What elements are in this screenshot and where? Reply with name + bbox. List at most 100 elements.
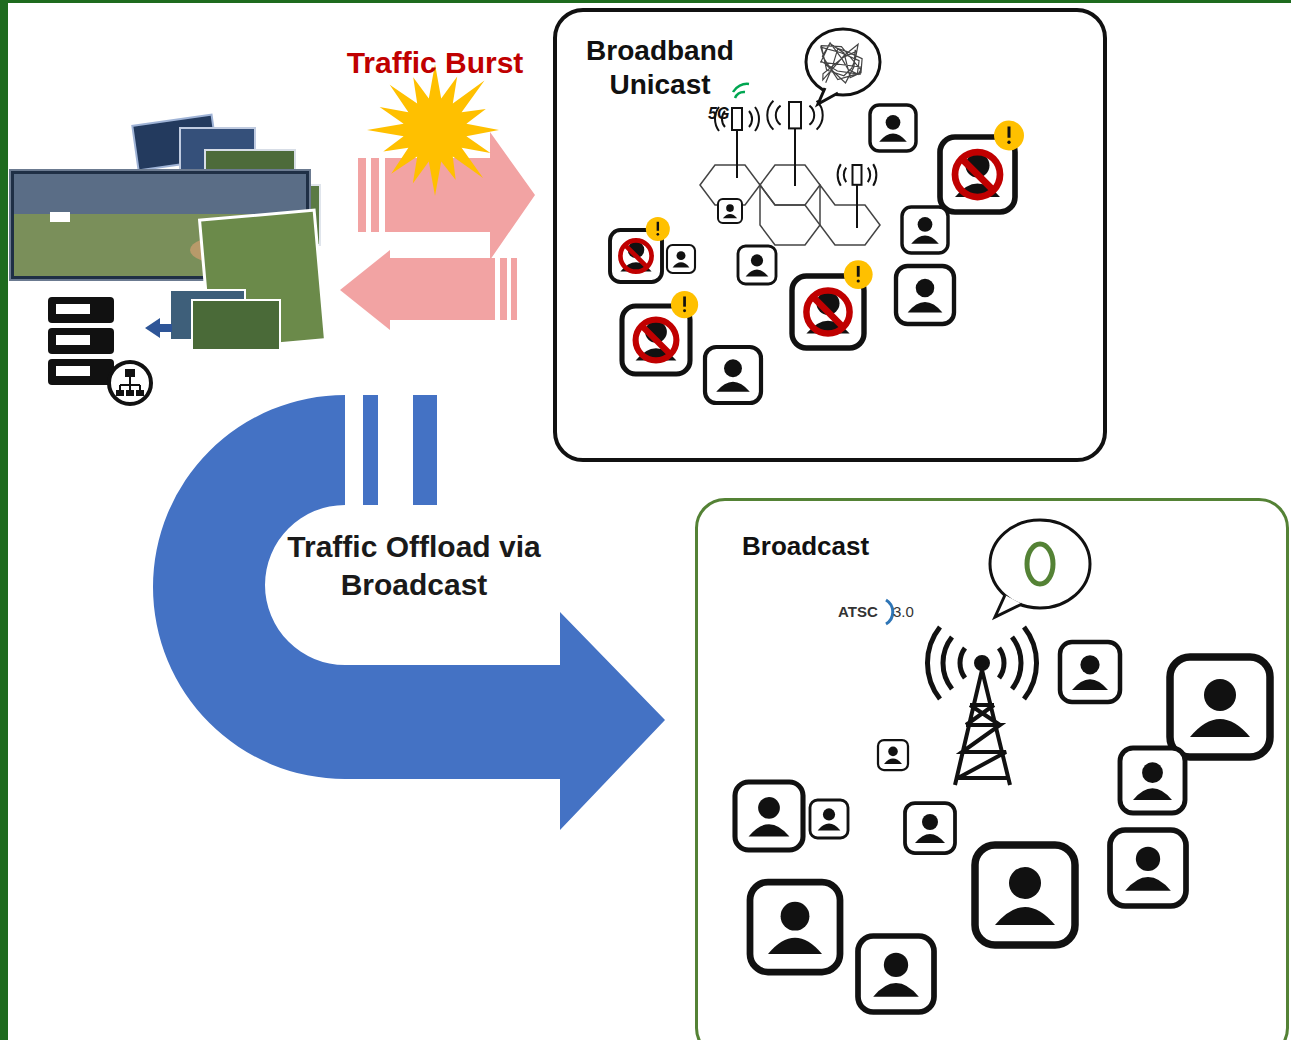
- user-body: [723, 214, 737, 218]
- user-icon: [1170, 657, 1270, 757]
- user-frame: [718, 199, 742, 223]
- user-frame: [975, 845, 1075, 945]
- logo-text: 3.0: [893, 603, 923, 622]
- user-body: [1125, 877, 1171, 891]
- cell-tower: [838, 164, 877, 228]
- block-bar: [625, 245, 647, 267]
- user-frame: [1120, 748, 1185, 813]
- user-icon: [858, 936, 934, 1012]
- offload-label: Traffic Offload via Broadcast: [283, 528, 545, 603]
- user-head: [922, 814, 938, 830]
- region-heading: Broadcast: [742, 531, 902, 562]
- user-body: [873, 983, 919, 997]
- antenna: [789, 102, 801, 128]
- cell-network: [700, 165, 880, 245]
- user-icon: [810, 800, 848, 838]
- waves: [838, 164, 877, 186]
- burst-star: [367, 64, 499, 196]
- user-body: [1190, 719, 1250, 737]
- user-icon: [975, 845, 1075, 945]
- user-frame: [1110, 830, 1186, 906]
- user-frame: [750, 882, 840, 972]
- burst-star: [367, 64, 499, 196]
- downlink-arrow: [340, 250, 495, 330]
- user-body: [995, 907, 1055, 925]
- user-head: [918, 217, 933, 232]
- region-heading: Broadband Unicast: [575, 34, 745, 101]
- user-head: [884, 953, 908, 977]
- user-frame: [905, 803, 955, 853]
- antenna: [732, 108, 742, 130]
- user-frame: [902, 207, 948, 253]
- alert-badge: [844, 260, 873, 289]
- user-head: [886, 115, 901, 130]
- waves: [767, 101, 822, 130]
- user-icon: [1060, 642, 1120, 702]
- user-icons: [610, 105, 1270, 1012]
- frame-strip: [0, 0, 1291, 3]
- arrow-stripe: [511, 258, 517, 320]
- user-icon: [902, 207, 948, 253]
- user-head: [751, 254, 763, 266]
- antenna: [853, 165, 862, 185]
- user-icon: [735, 782, 803, 850]
- user-head: [726, 204, 734, 212]
- alert-badge: [671, 291, 698, 318]
- user-head: [1080, 655, 1099, 674]
- block-bar: [962, 159, 994, 191]
- user-frame: [870, 105, 916, 151]
- block-bar: [813, 297, 843, 327]
- network-label: 5G: [708, 104, 738, 124]
- region-box: Broadcast: [695, 498, 1289, 1040]
- user-icon: [905, 803, 955, 853]
- user-body: [879, 134, 907, 142]
- alert-dot: [857, 279, 860, 282]
- user-icon: [718, 199, 742, 223]
- block-bar: [642, 326, 671, 355]
- alert-mark: [657, 222, 659, 231]
- user-icon: [940, 121, 1024, 213]
- user-icon: [1120, 748, 1185, 813]
- user-head: [888, 747, 898, 757]
- user-head: [1009, 867, 1041, 899]
- alert-dot: [657, 233, 660, 236]
- arrow-stripe: [413, 395, 437, 505]
- user-icon: [870, 105, 916, 151]
- user-head: [1142, 762, 1163, 783]
- arrow-stripe: [363, 395, 378, 505]
- user-icon: [705, 347, 761, 403]
- user-icon: [738, 246, 776, 284]
- user-head: [781, 902, 810, 931]
- user-frame: [810, 800, 848, 838]
- alert-badge: [994, 121, 1024, 151]
- mast: [736, 130, 738, 178]
- user-head: [916, 279, 935, 298]
- user-frame: [705, 347, 761, 403]
- user-frame: [738, 246, 776, 284]
- video-screens: [10, 115, 325, 350]
- alert-mark: [683, 296, 686, 306]
- region-box: Broadband Unicast: [553, 8, 1107, 462]
- user-icon: [622, 291, 698, 374]
- user-body: [1133, 788, 1172, 800]
- user-head: [1136, 847, 1160, 871]
- user-body: [673, 262, 690, 267]
- frame-strip: [0, 0, 8, 1040]
- server-icon: [48, 297, 151, 404]
- alert-badge: [646, 217, 670, 241]
- user-frame: [1170, 657, 1270, 757]
- signal-icon: [733, 84, 749, 98]
- user-icon: [610, 217, 670, 282]
- user-body: [911, 236, 939, 244]
- user-frame: [667, 245, 695, 273]
- logo-arc: [886, 600, 893, 624]
- user-head: [823, 808, 835, 820]
- alert-mark: [857, 266, 860, 277]
- broadcast-tower: [927, 627, 1036, 785]
- user-body: [746, 270, 769, 277]
- user-frame: [896, 266, 954, 324]
- user-frame: [1060, 642, 1120, 702]
- mast: [856, 185, 858, 228]
- user-body: [908, 302, 943, 312]
